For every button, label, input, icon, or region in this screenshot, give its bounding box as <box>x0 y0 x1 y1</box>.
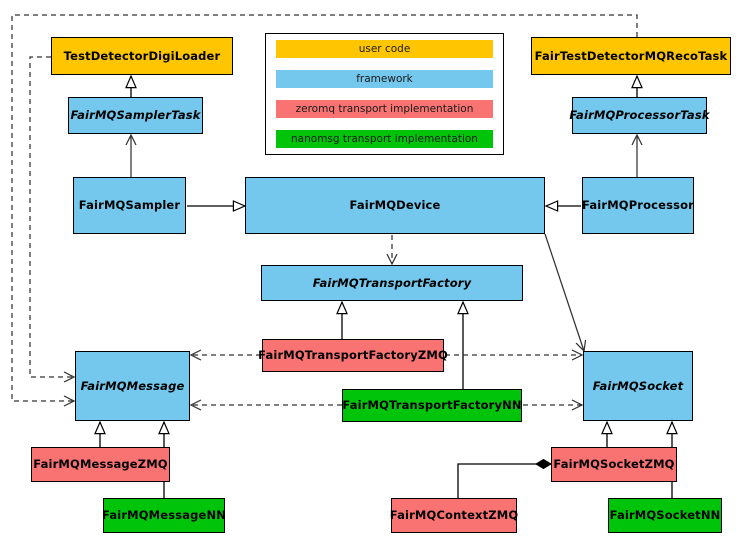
class-node-FairMQMessage[interactable]: FairMQMessage <box>75 351 190 421</box>
class-node-FairMQSocket[interactable]: FairMQSocket <box>583 351 693 421</box>
class-node-label: FairTestDetectorMQRecoTask <box>534 48 728 63</box>
class-node-label: FairMQDevice <box>349 198 441 213</box>
legend-label-zeromq: zeromq transport implementation <box>295 103 474 115</box>
legend-item-framework: framework <box>276 70 493 88</box>
legend-label-framework: framework <box>356 73 413 85</box>
edge-device-to-socket <box>544 233 584 351</box>
legend-item-zeromq: zeromq transport implementation <box>276 100 493 118</box>
class-node-label: FairMQSamplerTask <box>70 108 201 123</box>
class-node-FairMQTransportFactory[interactable]: FairMQTransportFactory <box>261 265 523 301</box>
class-node-FairMQMessageNN[interactable]: FairMQMessageNN <box>102 498 226 533</box>
legend-label-nanomsg: nanomsg transport implementation <box>291 133 478 145</box>
class-node-FairMQSocketZMQ[interactable]: FairMQSocketZMQ <box>551 447 677 482</box>
class-node-label: FairMQSocketNN <box>609 508 721 523</box>
class-node-FairMQProcessor[interactable]: FairMQProcessor <box>582 177 694 234</box>
class-node-label: FairMQSampler <box>78 198 181 213</box>
class-node-label: FairMQSocket <box>592 378 684 393</box>
class-node-label: FairMQMessage <box>80 378 185 393</box>
legend-panel: user code framework zeromq transport imp… <box>265 33 504 155</box>
class-node-TestDetectorDigiLoader[interactable]: TestDetectorDigiLoader <box>51 37 233 75</box>
class-node-FairMQDevice[interactable]: FairMQDevice <box>245 177 545 234</box>
class-node-FairTestDetectorMQRecoTask[interactable]: FairTestDetectorMQRecoTask <box>531 37 731 75</box>
class-node-FairMQSampler[interactable]: FairMQSampler <box>73 177 186 234</box>
class-node-label: FairMQMessageZMQ <box>33 457 168 472</box>
class-node-FairMQTransportFactoryZMQ[interactable]: FairMQTransportFactoryZMQ <box>258 339 448 372</box>
class-node-label: TestDetectorDigiLoader <box>63 48 221 63</box>
legend-item-user-code: user code <box>276 40 493 58</box>
class-node-label: FairMQTransportFactoryZMQ <box>258 348 448 363</box>
class-node-label: FairMQMessageNN <box>102 508 226 523</box>
class-node-FairMQContextZMQ[interactable]: FairMQContextZMQ <box>389 498 519 533</box>
class-node-FairMQSamplerTask[interactable]: FairMQSamplerTask <box>68 97 203 134</box>
class-node-FairMQMessageZMQ[interactable]: FairMQMessageZMQ <box>31 447 170 482</box>
class-node-label: FairMQContextZMQ <box>389 508 519 523</box>
class-node-FairMQTransportFactoryNN[interactable]: FairMQTransportFactoryNN <box>342 389 522 422</box>
legend-label-user-code: user code <box>358 43 411 55</box>
class-node-FairMQSocketNN[interactable]: FairMQSocketNN <box>608 498 722 533</box>
class-node-FairMQProcessorTask[interactable]: FairMQProcessorTask <box>569 97 710 134</box>
class-node-label: FairMQProcessor <box>582 198 694 213</box>
edge-socketzmq-to-contextzmq <box>457 464 551 498</box>
class-node-label: FairMQSocketZMQ <box>553 457 675 472</box>
legend-item-nanomsg: nanomsg transport implementation <box>276 130 493 148</box>
class-node-label: FairMQProcessorTask <box>569 108 710 123</box>
class-node-label: FairMQTransportFactoryNN <box>342 398 522 413</box>
class-node-label: FairMQTransportFactory <box>312 275 472 290</box>
